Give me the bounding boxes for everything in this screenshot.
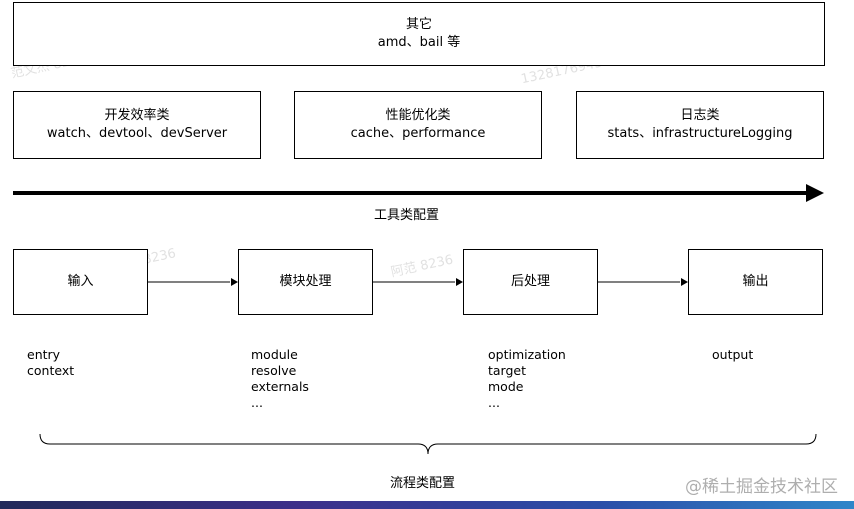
logging-subtitle: stats、infrastructureLogging <box>607 126 793 141</box>
dev-efficiency-subtitle: watch、devtool、devServer <box>46 126 228 141</box>
flow-arrowhead-1 <box>231 278 238 286</box>
stage-module-options: module resolve externals ... <box>251 347 309 411</box>
option-item: entry <box>27 347 61 362</box>
option-item: module <box>251 347 298 362</box>
stage-input-title: 输入 <box>67 274 94 289</box>
stage-post-options: optimization target mode ... <box>488 347 566 411</box>
process-brace <box>39 433 817 455</box>
performance-title: 性能优化类 <box>385 108 451 123</box>
stage-output-options: output <box>712 347 753 363</box>
stage-output-box: 输出 <box>688 249 823 315</box>
stage-post-box: 后处理 <box>463 249 598 315</box>
other-config-subtitle: amd、bail 等 <box>377 35 461 50</box>
option-item: externals <box>251 379 309 394</box>
other-config-title: 其它 <box>405 17 432 32</box>
option-item: ... <box>251 395 263 410</box>
option-item: context <box>27 363 75 378</box>
logging-box: 日志类 stats、infrastructureLogging <box>576 91 824 159</box>
flow-arrowhead-3 <box>681 278 688 286</box>
dev-efficiency-box: 开发效率类 watch、devtool、devServer <box>13 91 261 159</box>
bottom-gradient-bar <box>0 501 854 509</box>
tool-config-label: 工具类配置 <box>374 208 440 223</box>
option-item: resolve <box>251 363 297 378</box>
stage-post-title: 后处理 <box>510 274 550 289</box>
process-config-label: 流程类配置 <box>390 476 456 491</box>
tool-config-arrowhead <box>806 184 824 202</box>
option-item: optimization <box>488 347 566 362</box>
logging-title: 日志类 <box>680 108 720 123</box>
dev-efficiency-title: 开发效率类 <box>104 108 170 123</box>
performance-subtitle: cache、performance <box>350 126 486 141</box>
stage-module-box: 模块处理 <box>238 249 373 315</box>
other-config-box: 其它 amd、bail 等 <box>13 2 825 66</box>
option-item: target <box>488 363 527 378</box>
stage-input-options: entry context <box>27 347 74 379</box>
performance-box: 性能优化类 cache、performance <box>294 91 542 159</box>
stage-output-title: 输出 <box>742 274 769 289</box>
stage-module-title: 模块处理 <box>279 274 332 289</box>
stage-input-box: 输入 <box>13 249 148 315</box>
option-item: output <box>712 347 754 362</box>
option-item: mode <box>488 379 524 394</box>
option-item: ... <box>488 395 500 410</box>
flow-arrowhead-2 <box>456 278 463 286</box>
footer-brand: @稀土掘金技术社区 <box>685 477 838 497</box>
